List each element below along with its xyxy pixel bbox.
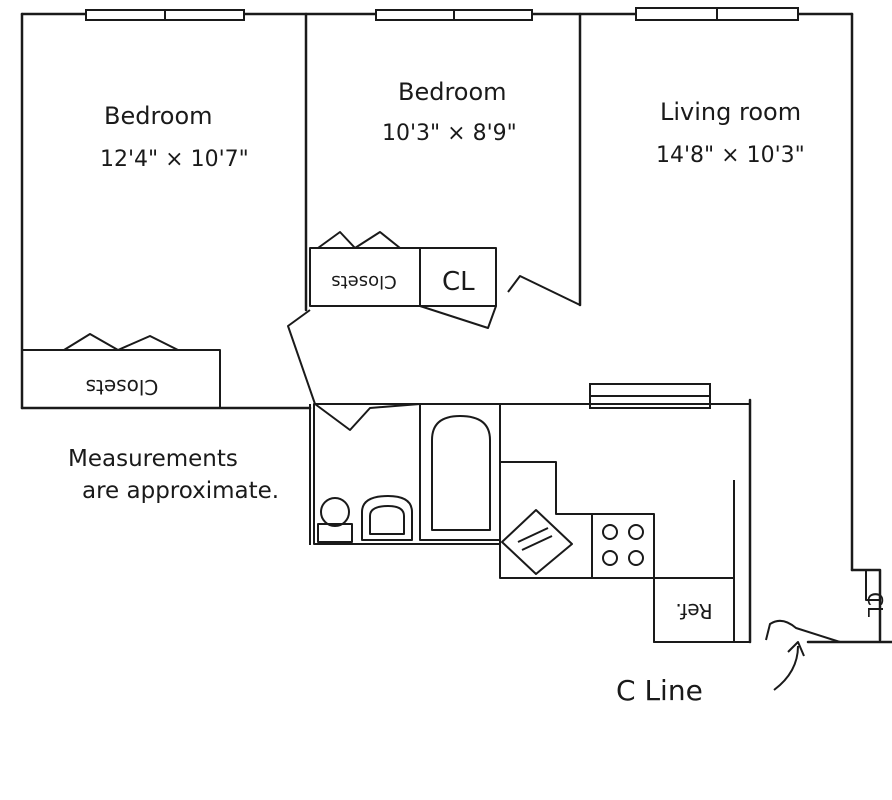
bedroom2-label: Bedroom — [398, 78, 507, 106]
kitchen — [499, 403, 750, 643]
windows — [85, 7, 799, 409]
entrance-label: C Line — [616, 674, 703, 707]
bedroom-door-arc — [287, 309, 421, 431]
burner — [602, 524, 618, 540]
burner — [628, 524, 644, 540]
note-line-2: are approximate. — [82, 478, 279, 504]
entry — [765, 569, 880, 643]
bedroom1-label: Bedroom — [104, 102, 213, 130]
bedroom2-closets — [309, 231, 581, 329]
closet-door — [419, 305, 497, 329]
closet-label-bedroom1: Closets — [86, 375, 159, 399]
bedroom1-dims: 12'4" × 10'7" — [100, 147, 249, 172]
bathroom — [313, 403, 501, 545]
entry-closet-label: CL — [863, 592, 887, 618]
entrance-arrow — [773, 641, 805, 691]
closet-label-cl: CL — [442, 267, 475, 297]
living-room-dims: 14'8" × 10'3" — [656, 143, 805, 168]
bedroom1-closet — [21, 333, 221, 409]
entry-door — [765, 619, 841, 643]
bedroom2-dims: 10'3" × 8'9" — [382, 121, 517, 146]
burner — [628, 550, 644, 566]
bathtub — [431, 415, 491, 531]
toilet-bowl — [320, 497, 350, 527]
fridge-label: Ref. — [675, 599, 712, 623]
sink — [361, 495, 413, 541]
toilet-tank — [317, 523, 353, 543]
closet-label-bedroom2: Closets — [331, 271, 396, 292]
hall — [287, 309, 421, 545]
closet-door-2 — [507, 275, 581, 306]
burner — [602, 550, 618, 566]
kitchen-sink — [501, 509, 573, 575]
bifold-door — [22, 333, 220, 351]
stove — [591, 513, 655, 579]
living-room-label: Living room — [660, 98, 801, 126]
bifold-door — [310, 231, 420, 249]
note-line-1: Measurements — [68, 446, 238, 472]
